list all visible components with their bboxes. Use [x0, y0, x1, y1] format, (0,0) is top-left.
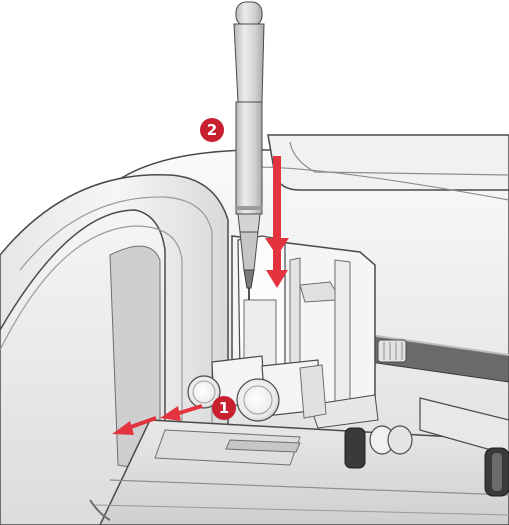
step-badge-number-2: 2 [207, 121, 217, 139]
step-badge-2: 2 [200, 118, 224, 142]
arrow-down-icon [265, 156, 289, 288]
pen-icon [233, 1, 265, 300]
clamp-knob-right [236, 378, 280, 422]
step-badge-icon [200, 118, 224, 142]
carriage-rail [369, 334, 509, 383]
pinch-rollers [344, 397, 509, 497]
step-badge-1: 1 [212, 396, 236, 420]
step-badge-icon [212, 396, 236, 420]
holder-clamps [187, 355, 327, 422]
step-badge-number-1: 1 [219, 399, 229, 417]
arrow-left-icon [112, 404, 203, 435]
